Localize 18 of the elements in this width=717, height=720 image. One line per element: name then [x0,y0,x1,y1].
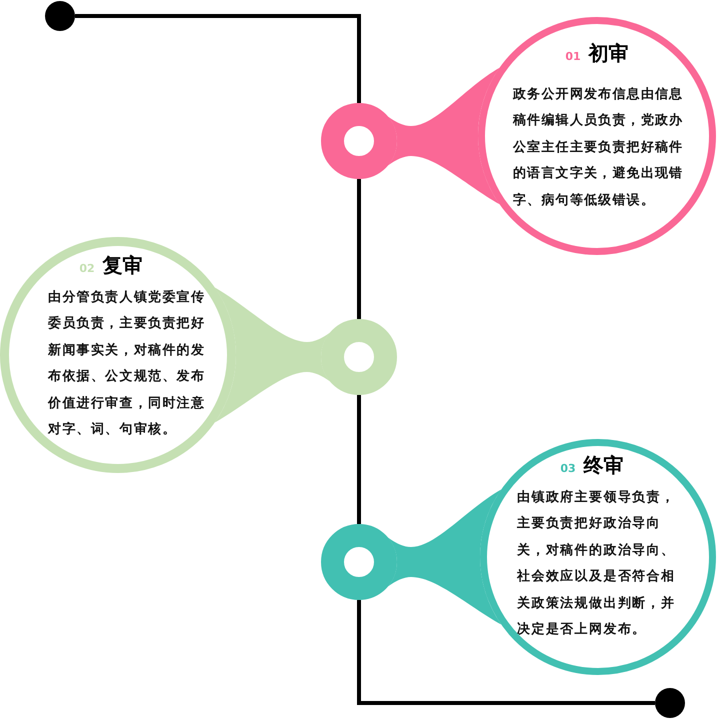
step-number: 02 [79,262,95,275]
timeline-line [357,395,361,524]
funnel-connector [388,489,502,625]
step-description: 政务公开网发布信息由信息稿件编辑人员负责，党政办公室主任主要负责把好稿件的语言文字关，避免出现错字、病句等低级错误。 [513,86,684,210]
timeline-line [357,179,361,319]
step-number: 01 [565,50,581,63]
funnel-connector [388,68,500,204]
step-title: 复审 [102,252,143,279]
timeline-line [357,600,655,705]
step-number: 03 [560,462,576,475]
step-description: 由镇政府主要领导负责，主要负责把好政治导向关，对稿件的政治导向、社会效应以及是否符合相关政策法规做出判断，并决定是否上网发布。 [517,488,676,640]
step-title: 初审 [588,40,629,67]
step-description: 由分管负责人镇党委宣传委员负责，主要负责把好新闻事实关，对稿件的发布依据、公文规范、发布价值进行审查，同时注意对字、词、句审核。 [48,288,206,440]
funnel-connector [214,287,330,423]
timeline-line [75,14,361,103]
step-title: 终审 [584,452,624,479]
timeline-dot [45,1,75,31]
timeline-dot [655,688,685,718]
